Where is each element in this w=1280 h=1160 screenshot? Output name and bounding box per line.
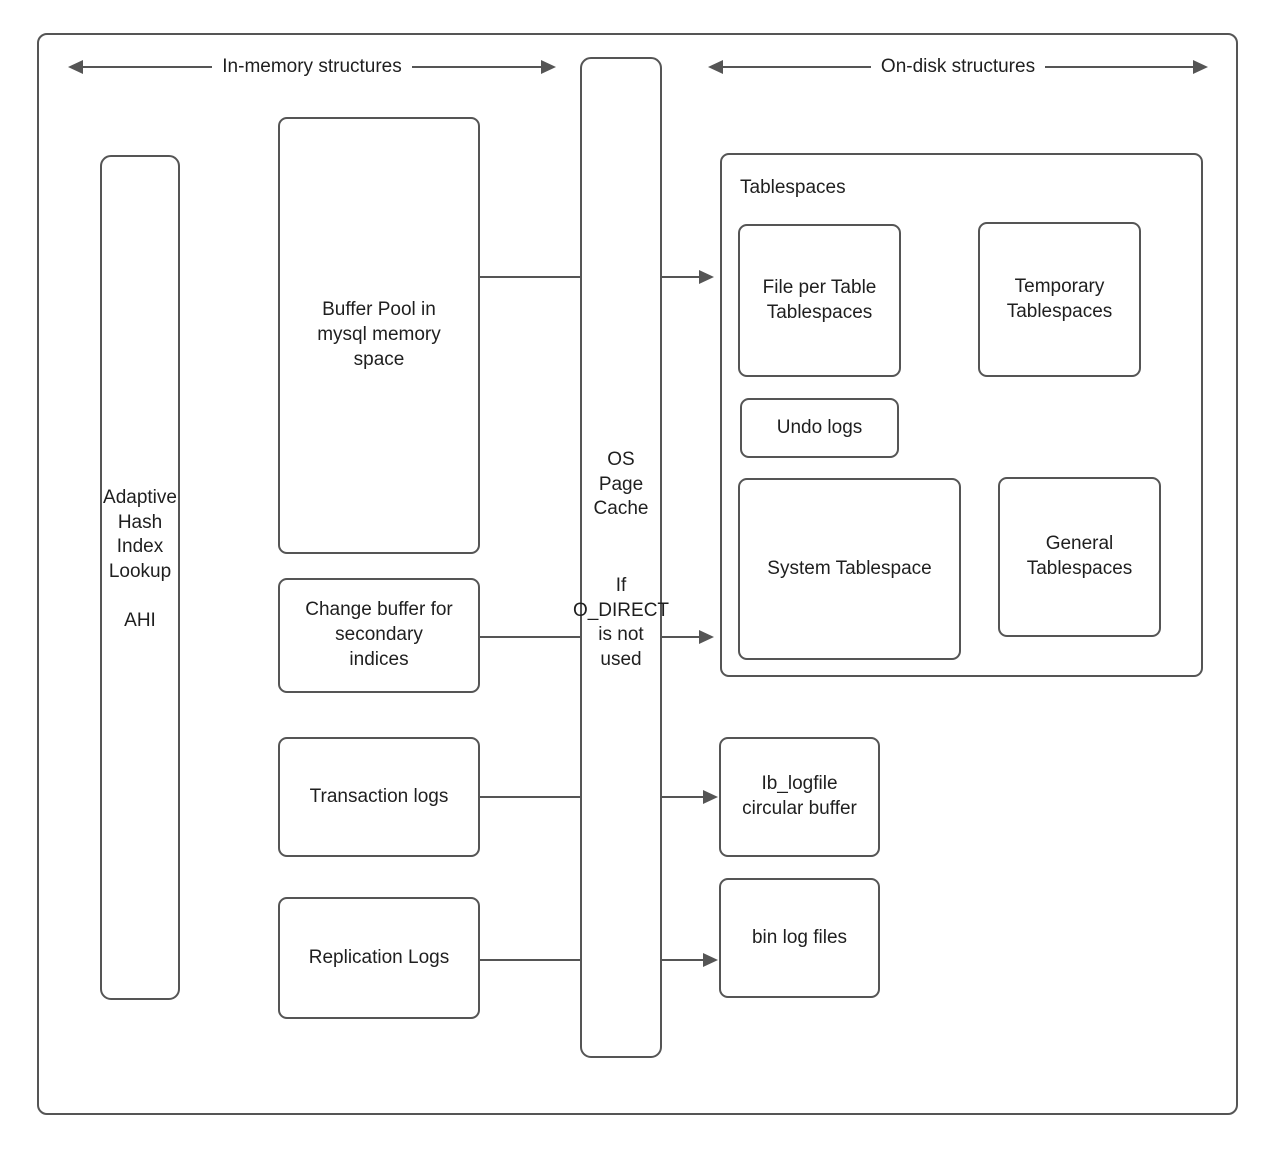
transaction-logs-box: Transaction logs [278, 737, 480, 857]
band-in-memory-structures: In-memory structures [68, 54, 557, 80]
band-line-right [1045, 65, 1193, 69]
system-tablespace-box: System Tablespace [738, 478, 961, 660]
band-line-left [83, 65, 213, 69]
arrow-right-icon [541, 60, 557, 74]
connector-arrowhead-icon [703, 953, 718, 967]
replication-logs-box: Replication Logs [278, 897, 480, 1019]
file-per-table-tablespaces-box: File per Table Tablespaces [738, 224, 901, 377]
band-on-disk-structures: On-disk structures [708, 54, 1208, 80]
change-buffer-box: Change buffer for secondary indices [278, 578, 480, 693]
general-tablespaces-box: General Tablespaces [998, 477, 1161, 637]
arrow-right-icon [1193, 60, 1208, 74]
band-line-left [723, 65, 871, 69]
arrow-left-icon [708, 60, 723, 74]
arrow-left-icon [68, 60, 83, 74]
temporary-tablespaces-box: Temporary Tablespaces [978, 222, 1141, 377]
bin-log-files-box: bin log files [719, 878, 880, 998]
band-label-in-memory: In-memory structures [222, 56, 402, 77]
adaptive-hash-index-box [100, 155, 180, 1000]
os-page-cache-column [580, 57, 662, 1058]
band-line-right [411, 65, 542, 69]
tablespaces-group-title: Tablespaces [740, 177, 846, 198]
connector-arrowhead-icon [699, 630, 714, 644]
buffer-pool-box: Buffer Pool in mysql memory space [278, 117, 480, 554]
ib-logfile-box: Ib_logfile circular buffer [719, 737, 880, 857]
undo-logs-box: Undo logs [740, 398, 899, 458]
connector-arrowhead-icon [699, 270, 714, 284]
band-label-on-disk: On-disk structures [880, 56, 1036, 77]
connector-arrowhead-icon [703, 790, 718, 804]
